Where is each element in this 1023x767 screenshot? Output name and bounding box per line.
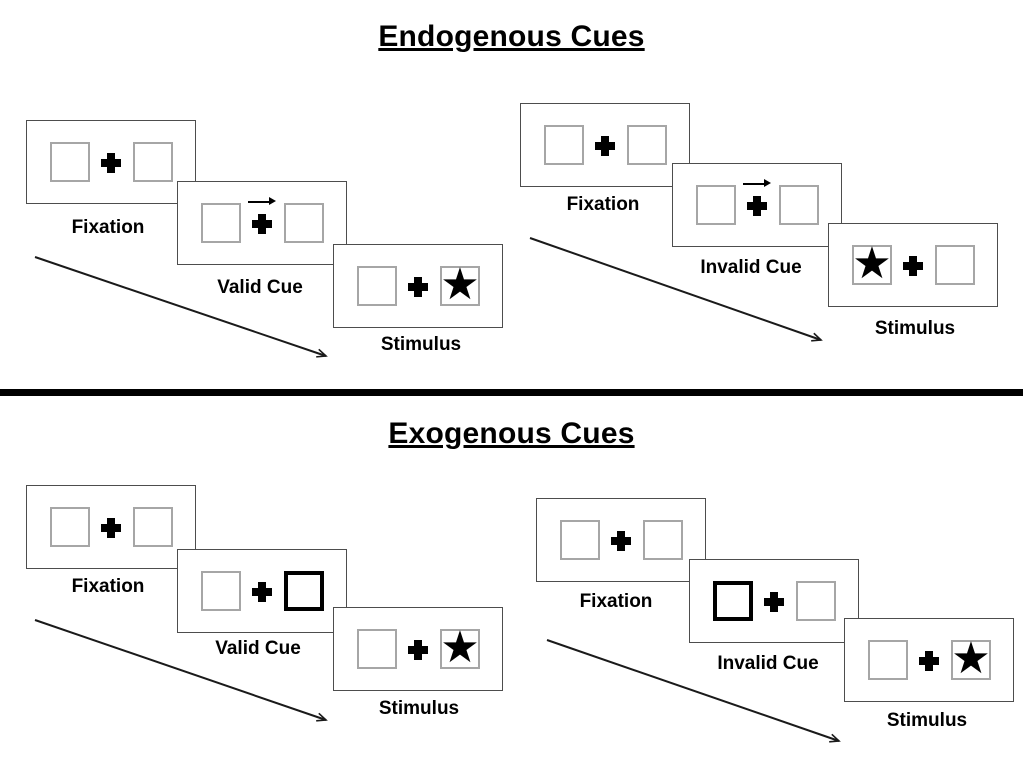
fixation-cross-icon	[919, 651, 939, 671]
section-title-exogenous: Exogenous Cues	[388, 417, 635, 450]
placeholder-box-left	[357, 629, 397, 669]
placeholder-box-right	[133, 142, 173, 182]
endogenous-invalid-stimulus-panel: ★	[828, 223, 998, 307]
target-box-right: ★	[440, 622, 480, 673]
endogenous-invalid-fixation-panel	[520, 103, 690, 187]
placeholder-box-left	[868, 640, 908, 680]
placeholder-box-left	[201, 203, 241, 243]
placeholder-box-left	[357, 266, 397, 306]
placeholder-box-left	[50, 142, 90, 182]
section-divider	[0, 389, 1023, 396]
placeholder-box-left	[544, 125, 584, 165]
placeholder-box-right	[935, 245, 975, 285]
star-target-icon: ★	[951, 633, 991, 684]
star-target-icon: ★	[852, 238, 892, 289]
fixation-cross-icon	[747, 196, 767, 216]
fixation-label: Fixation	[579, 591, 653, 612]
bold-cue-box-left	[713, 581, 753, 621]
target-box-right: ★	[951, 633, 991, 684]
fixation-cross-icon	[408, 277, 428, 297]
endogenous-valid-cue-panel	[177, 181, 347, 265]
fixation-label: Fixation	[566, 194, 640, 215]
timeline-arrow-endogenous-valid	[34, 256, 328, 358]
placeholder-box-right	[643, 520, 683, 560]
timeline-arrow-endogenous-invalid	[529, 237, 823, 342]
star-target-icon: ★	[440, 622, 480, 673]
fixation-label: Fixation	[71, 576, 145, 597]
star-target-icon: ★	[440, 259, 480, 310]
placeholder-box-left	[50, 507, 90, 547]
bold-cue-box-right	[284, 571, 324, 611]
placeholder-box-right	[779, 185, 819, 225]
fixation-label: Fixation	[71, 217, 145, 238]
valid-cue-label: Valid Cue	[215, 638, 301, 659]
exogenous-valid-stimulus-panel: ★	[333, 607, 503, 691]
fixation-cross-icon	[101, 153, 121, 173]
section-title-endogenous: Endogenous Cues	[378, 20, 645, 53]
exogenous-invalid-cue-panel	[689, 559, 859, 643]
exogenous-valid-fixation-panel	[26, 485, 196, 569]
timeline-arrow-exogenous-invalid	[546, 639, 841, 743]
placeholder-box-left	[696, 185, 736, 225]
endogenous-valid-fixation-panel	[26, 120, 196, 204]
endogenous-valid-stimulus-panel: ★	[333, 244, 503, 328]
placeholder-box-right	[133, 507, 173, 547]
invalid-cue-label: Invalid Cue	[700, 257, 802, 278]
target-box-right: ★	[440, 259, 480, 310]
stimulus-label: Stimulus	[886, 710, 968, 731]
fixation-cross-icon	[252, 582, 272, 602]
placeholder-box-right	[796, 581, 836, 621]
fixation-cross-icon	[408, 640, 428, 660]
target-box-left: ★	[852, 238, 892, 289]
cue-arrow-icon	[248, 197, 276, 206]
placeholder-box-left	[201, 571, 241, 611]
cue-arrow-icon	[743, 179, 771, 188]
invalid-cue-label: Invalid Cue	[717, 653, 819, 674]
placeholder-box-left	[560, 520, 600, 560]
stimulus-label: Stimulus	[874, 318, 956, 339]
fixation-cross-icon	[252, 214, 272, 234]
fixation-cross-icon	[101, 518, 121, 538]
placeholder-box-right	[284, 203, 324, 243]
placeholder-box-right	[627, 125, 667, 165]
fixation-cross-icon	[764, 592, 784, 612]
valid-cue-label: Valid Cue	[217, 277, 303, 298]
stimulus-label: Stimulus	[380, 334, 462, 355]
fixation-cross-icon	[903, 256, 923, 276]
exogenous-invalid-stimulus-panel: ★	[844, 618, 1014, 702]
fixation-cross-icon	[595, 136, 615, 156]
exogenous-invalid-fixation-panel	[536, 498, 706, 582]
endogenous-invalid-cue-panel	[672, 163, 842, 247]
stimulus-label: Stimulus	[378, 698, 460, 719]
timeline-arrow-exogenous-valid	[34, 619, 328, 722]
fixation-cross-icon	[611, 531, 631, 551]
exogenous-valid-cue-panel	[177, 549, 347, 633]
